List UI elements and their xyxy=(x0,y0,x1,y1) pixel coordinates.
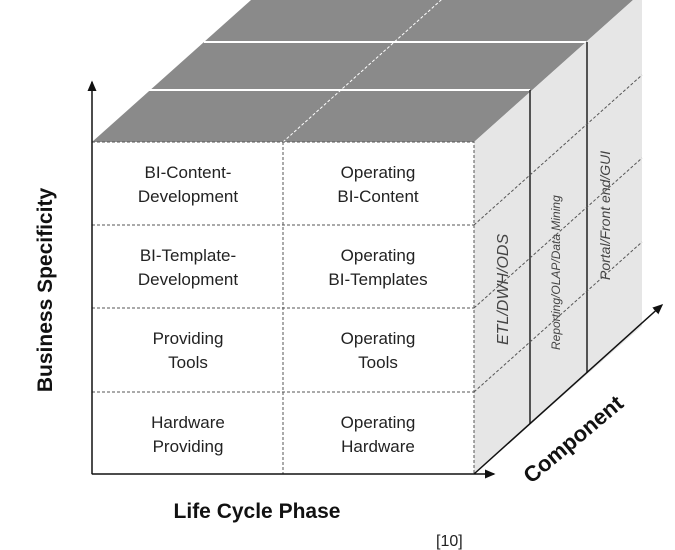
top-divider xyxy=(282,0,442,143)
x-axis-label: Life Cycle Phase xyxy=(174,500,341,523)
cell-text: BI-Content- xyxy=(145,163,232,182)
cube-side-face xyxy=(474,0,642,474)
row-content: BI-Content- Development Operating BI-Con… xyxy=(138,163,419,206)
cell-text: BI-Content xyxy=(337,187,419,206)
cell-text: Hardware xyxy=(341,437,415,456)
cell-text: BI-Templates xyxy=(328,270,427,289)
cell-text: Providing xyxy=(153,329,224,348)
cell-text: Tools xyxy=(168,353,208,372)
row-templates: BI-Template- Development Operating BI-Te… xyxy=(138,246,428,289)
component-label-etl: ETL/DWH/ODS xyxy=(495,234,512,345)
y-axis-label: Business Specificity xyxy=(34,188,57,393)
cell-text: Development xyxy=(138,187,238,206)
row-hardware: Hardware Providing Operating Hardware xyxy=(151,413,415,456)
cell-text: Development xyxy=(138,270,238,289)
cell-text: Tools xyxy=(358,353,398,372)
cell-text: Operating xyxy=(341,329,416,348)
cell-text: Operating xyxy=(341,413,416,432)
cell-text: Providing xyxy=(153,437,224,456)
cell-text: Hardware xyxy=(151,413,225,432)
component-label-portal: Portal/Front end/GUI xyxy=(597,151,613,280)
cell-text: BI-Template- xyxy=(140,246,236,265)
cell-text: Operating xyxy=(341,246,416,265)
cell-text: Operating xyxy=(341,163,416,182)
front-grid-lines xyxy=(92,142,474,474)
row-tools: Providing Tools Operating Tools xyxy=(153,329,416,372)
z-axis-arrow xyxy=(473,303,664,475)
side-grid-lines xyxy=(473,74,643,393)
component-label-reporting: Reporting/OLAP/Data Mining xyxy=(549,195,563,350)
citation: [10] xyxy=(436,533,463,550)
